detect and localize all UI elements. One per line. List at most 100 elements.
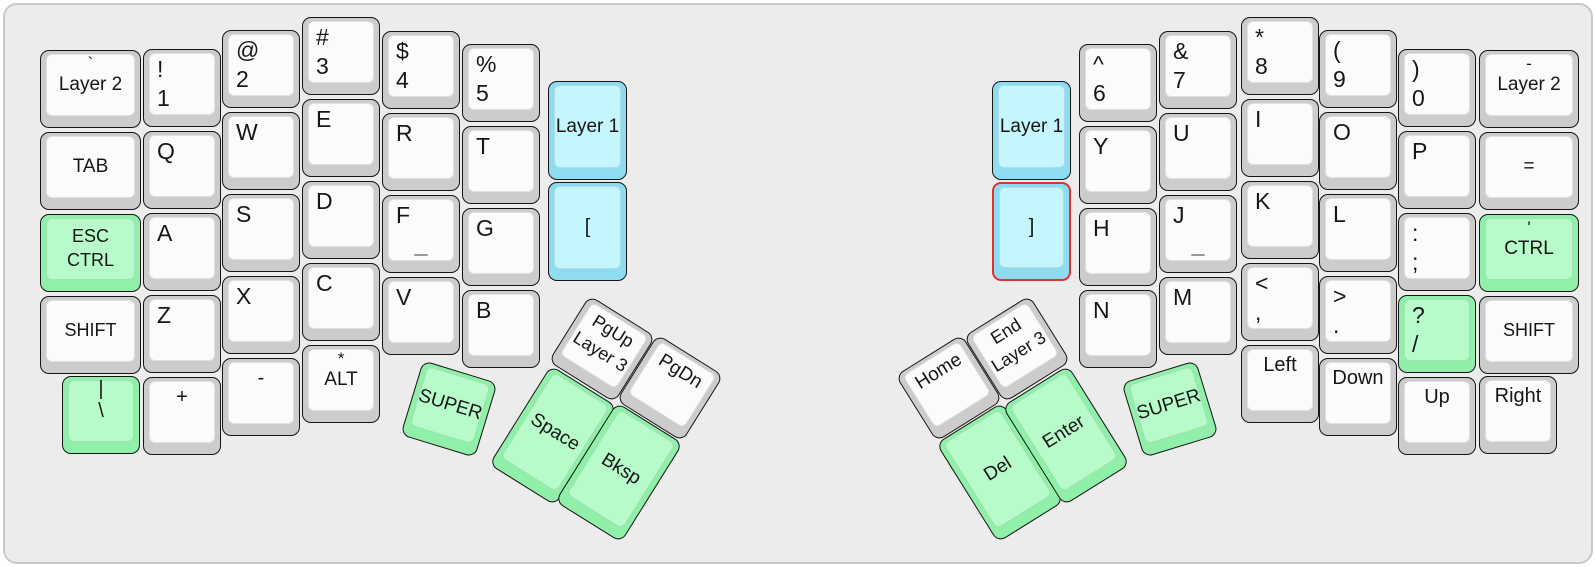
keycap-top: H xyxy=(1085,212,1151,274)
key-exclam-1[interactable]: !1 xyxy=(143,49,221,127)
key-label: U xyxy=(1173,120,1190,146)
keycap-top: SHIFT xyxy=(46,300,135,362)
key-label: Down xyxy=(1332,367,1384,389)
key-paren-0[interactable]: )0 xyxy=(1398,49,1476,127)
key-hash-3[interactable]: #3 xyxy=(302,17,380,95)
keycap-top: B xyxy=(468,294,534,356)
key-c[interactable]: C xyxy=(302,263,380,341)
key-k[interactable]: K xyxy=(1241,181,1319,259)
key-ctrl-right[interactable]: 'CTRL xyxy=(1479,214,1579,292)
key-w[interactable]: W xyxy=(222,112,300,190)
key-plus[interactable]: + xyxy=(143,377,221,455)
key-tab[interactable]: TAB xyxy=(40,132,141,210)
key-j[interactable]: J xyxy=(1159,195,1237,273)
key-z[interactable]: Z xyxy=(143,295,221,373)
key-comma[interactable]: <, xyxy=(1241,263,1319,341)
key-amp-7[interactable]: &7 xyxy=(1159,31,1237,109)
key-at-2[interactable]: @2 xyxy=(222,30,300,108)
key-super-right[interactable]: SUPER xyxy=(1121,360,1219,458)
key-alt[interactable]: *ALT xyxy=(302,345,380,423)
key-right[interactable]: Right xyxy=(1479,376,1557,454)
key-down[interactable]: Down xyxy=(1319,358,1397,436)
key-label: X xyxy=(236,283,252,309)
key-d[interactable]: D xyxy=(302,181,380,259)
key-n[interactable]: N xyxy=(1079,290,1157,368)
key-lbracket[interactable]: [ xyxy=(548,182,627,281)
key-equals[interactable]: = xyxy=(1479,132,1579,210)
key-label: < xyxy=(1255,270,1269,296)
key-layer1-left[interactable]: Layer 1 xyxy=(548,81,627,180)
key-label: Up xyxy=(1424,386,1450,408)
key-x[interactable]: X xyxy=(222,276,300,354)
keycap-top: -Layer 2 xyxy=(1485,54,1573,116)
key-r[interactable]: R xyxy=(382,113,460,191)
key-caret-6[interactable]: ^6 xyxy=(1079,44,1157,122)
key-label: & xyxy=(1173,38,1189,64)
keycap-top: Up xyxy=(1404,381,1470,443)
key-layer1-right[interactable]: Layer 1 xyxy=(992,81,1071,180)
key-e[interactable]: E xyxy=(302,99,380,177)
key-shift-right[interactable]: SHIFT xyxy=(1479,296,1579,374)
key-v[interactable]: V xyxy=(382,277,460,355)
key-label: O xyxy=(1333,119,1351,145)
keycap-top: Left xyxy=(1247,349,1313,411)
keycap-top: <, xyxy=(1247,267,1313,329)
key-period[interactable]: >. xyxy=(1319,276,1397,354)
key-percent-5[interactable]: %5 xyxy=(462,44,540,122)
key-left[interactable]: Left xyxy=(1241,345,1319,423)
key-b[interactable]: B xyxy=(462,290,540,368)
key-g[interactable]: G xyxy=(462,208,540,286)
key-y[interactable]: Y xyxy=(1079,126,1157,204)
keycap-top: ?/ xyxy=(1404,299,1470,361)
homing-bar xyxy=(1191,254,1205,256)
keycap-top: V xyxy=(388,281,454,343)
key-dollar-4[interactable]: $4 xyxy=(382,31,460,109)
key-o[interactable]: O xyxy=(1319,112,1397,190)
key-star-8[interactable]: *8 xyxy=(1241,17,1319,95)
key-semicolon[interactable]: :; xyxy=(1398,213,1476,291)
key-a[interactable]: A xyxy=(143,213,221,291)
keycap-top: #3 xyxy=(308,21,374,83)
key-m[interactable]: M xyxy=(1159,277,1237,355)
keycap-top: L xyxy=(1325,198,1391,260)
key-s[interactable]: S xyxy=(222,194,300,272)
key-label: SHIFT xyxy=(64,320,117,341)
key-label: Y xyxy=(1093,133,1109,159)
keycap-top: C xyxy=(308,267,374,329)
key-i[interactable]: I xyxy=(1241,99,1319,177)
key-pipe-backslash[interactable]: |\ xyxy=(62,376,140,454)
keycap-top: Right xyxy=(1485,380,1551,442)
key-up[interactable]: Up xyxy=(1398,377,1476,455)
key-t[interactable]: T xyxy=(462,126,540,204)
keycap-top: [ xyxy=(554,186,621,269)
key-question-slash[interactable]: ?/ xyxy=(1398,295,1476,373)
key-shift-left[interactable]: SHIFT xyxy=(40,296,141,374)
key-label: P xyxy=(1412,138,1428,164)
key-label: TAB xyxy=(72,156,109,178)
keycap-top: Layer 1 xyxy=(998,85,1065,168)
key-label: 5 xyxy=(476,80,489,106)
key-u[interactable]: U xyxy=(1159,113,1237,191)
key-layer2-left[interactable]: `Layer 2 xyxy=(40,50,141,128)
key-super-left[interactable]: SUPER xyxy=(400,360,498,458)
key-label: E xyxy=(316,106,332,132)
keycap-top: S xyxy=(228,198,294,260)
key-minus[interactable]: - xyxy=(222,358,300,436)
key-paren-9[interactable]: (9 xyxy=(1319,30,1397,108)
key-label: SUPER xyxy=(1134,385,1204,425)
key-h[interactable]: H xyxy=(1079,208,1157,286)
key-l[interactable]: L xyxy=(1319,194,1397,272)
key-q[interactable]: Q xyxy=(143,131,221,209)
key-p[interactable]: P xyxy=(1398,131,1476,209)
keycap-top: Z xyxy=(149,299,215,361)
key-f[interactable]: F xyxy=(382,195,460,273)
keycap-top: J xyxy=(1165,199,1231,261)
key-label: ] xyxy=(1028,216,1035,239)
key-rbracket[interactable]: ] xyxy=(992,182,1071,281)
key-layer2-right[interactable]: -Layer 2 xyxy=(1479,50,1579,128)
key-label: CTRL xyxy=(1504,238,1554,260)
keycap-top: Layer 1 xyxy=(554,85,621,168)
